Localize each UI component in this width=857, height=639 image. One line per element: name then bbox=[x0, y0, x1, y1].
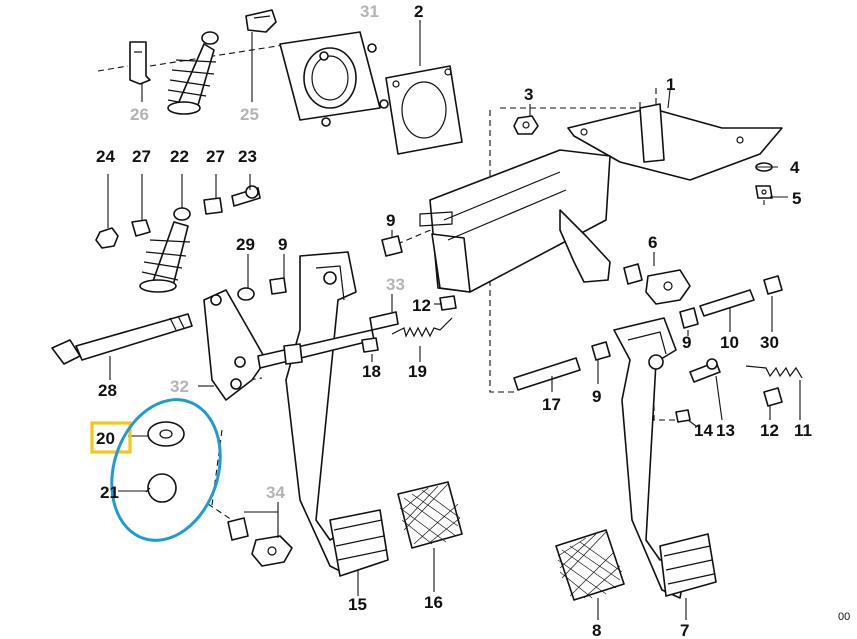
part-28-bolt bbox=[51, 313, 193, 365]
part-34-switch bbox=[227, 517, 293, 567]
callout-6: 6 bbox=[648, 233, 657, 252]
part-31-gasket bbox=[279, 31, 389, 127]
part-2-plate bbox=[385, 65, 463, 155]
part-27-bush-b bbox=[203, 197, 223, 215]
part-22-spring-top bbox=[167, 31, 219, 115]
part-21-cap bbox=[145, 473, 177, 503]
part-32-lever-bracket bbox=[203, 289, 267, 401]
callout-8: 8 bbox=[592, 621, 601, 639]
part-9-nut-c bbox=[679, 307, 699, 329]
callout-9c: 9 bbox=[682, 333, 691, 352]
callout-21: 21 bbox=[100, 483, 119, 502]
callout-16: 16 bbox=[424, 593, 443, 612]
part-30-nut bbox=[763, 275, 783, 295]
part-24-nut bbox=[95, 227, 119, 249]
callout-7: 7 bbox=[680, 621, 689, 639]
part-33-screw bbox=[369, 311, 399, 331]
part-23-screw bbox=[231, 185, 261, 207]
callout-10: 10 bbox=[720, 333, 739, 352]
part-29-washer bbox=[237, 287, 255, 301]
callout-26: 26 bbox=[130, 105, 149, 124]
callout-29: 29 bbox=[236, 235, 255, 254]
callout-18: 18 bbox=[362, 362, 381, 381]
callout-4: 4 bbox=[790, 158, 800, 177]
part-1-bracket bbox=[567, 103, 783, 181]
callout-15: 15 bbox=[348, 595, 367, 614]
part-7-pedal bbox=[613, 317, 717, 599]
callout-25: 25 bbox=[240, 105, 259, 124]
part-25-pin bbox=[245, 9, 277, 33]
callout-30: 30 bbox=[760, 333, 779, 352]
part-8-pedal-pad bbox=[555, 529, 625, 601]
pedal-housing bbox=[419, 149, 611, 293]
part-3-nut bbox=[513, 115, 539, 135]
callout-labels: 31 2 26 25 3 1 24 27 22 27 23 4 5 9 29 9… bbox=[96, 2, 850, 639]
callout-9b: 9 bbox=[278, 235, 287, 254]
pedal-shaft bbox=[257, 329, 375, 369]
part-11-spring bbox=[745, 365, 803, 379]
part-19-spring bbox=[391, 317, 453, 338]
callout-1: 1 bbox=[666, 75, 675, 94]
callout-31: 31 bbox=[360, 2, 379, 21]
callout-11: 11 bbox=[794, 421, 812, 440]
callout-9a: 9 bbox=[386, 211, 395, 230]
callout-2: 2 bbox=[414, 2, 423, 21]
callout-22: 22 bbox=[170, 147, 189, 166]
callout-34: 34 bbox=[266, 483, 285, 502]
part-9-nut-b bbox=[381, 235, 403, 257]
callout-5: 5 bbox=[792, 189, 801, 208]
parts-20-21-highlight-circle bbox=[110, 398, 222, 542]
callout-17: 17 bbox=[542, 395, 561, 414]
part-22-spring-lower bbox=[139, 207, 191, 293]
callout-20-highlight bbox=[90, 421, 132, 454]
callout-27a: 27 bbox=[132, 147, 151, 166]
part-18-bush bbox=[361, 337, 379, 353]
part-12-clip-a bbox=[439, 295, 457, 311]
callout-23: 23 bbox=[238, 147, 257, 166]
callout-9d: 9 bbox=[592, 387, 601, 406]
part-5-bolt bbox=[755, 185, 773, 199]
part-27-bush-a bbox=[131, 219, 151, 237]
callout-19: 19 bbox=[408, 362, 427, 381]
part-26-clip bbox=[129, 41, 151, 85]
part-15-pedal bbox=[285, 251, 389, 577]
callout-14: 14 bbox=[694, 421, 713, 440]
callout-12b: 12 bbox=[760, 421, 779, 440]
part-6-switch bbox=[623, 263, 691, 305]
callout-32: 32 bbox=[170, 377, 189, 396]
part-17-rod bbox=[513, 357, 581, 391]
part-14-clip bbox=[675, 409, 691, 423]
part-16-pedal-pad bbox=[397, 481, 463, 549]
callout-20: 20 bbox=[96, 429, 115, 448]
callout-24: 24 bbox=[96, 147, 115, 166]
part-12-clip-b bbox=[763, 387, 783, 407]
part-9-nut-d bbox=[591, 341, 611, 361]
callout-12a: 12 bbox=[412, 296, 431, 315]
callout-3: 3 bbox=[524, 85, 533, 104]
part-13-pin bbox=[689, 358, 721, 383]
callout-33: 33 bbox=[386, 275, 405, 294]
callout-28: 28 bbox=[98, 381, 117, 400]
part-10-rod bbox=[699, 289, 755, 317]
part-20-washer bbox=[147, 421, 185, 447]
callout-13: 13 bbox=[716, 421, 735, 440]
callout-00: 00 bbox=[838, 611, 850, 623]
part-9-nut-a bbox=[269, 277, 287, 295]
callout-27b: 27 bbox=[206, 147, 225, 166]
leader-lines bbox=[107, 20, 801, 620]
